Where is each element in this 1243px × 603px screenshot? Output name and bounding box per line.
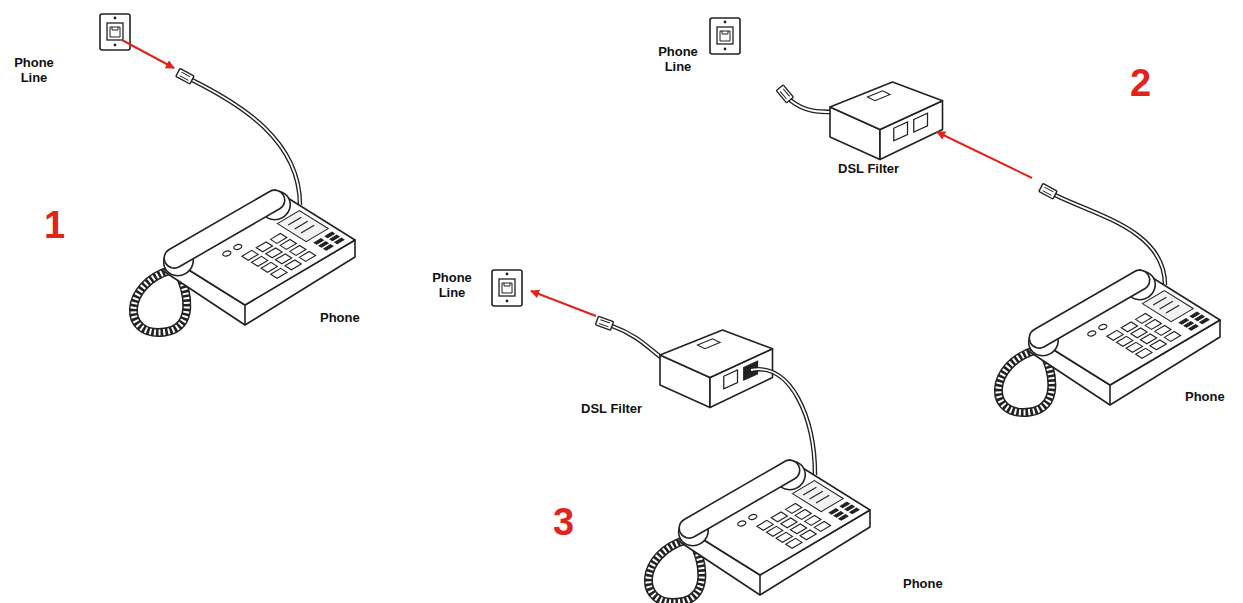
phone-cable	[1055, 195, 1165, 285]
part-label: DSL Filter	[838, 162, 899, 177]
filter-cable-core	[790, 100, 835, 112]
filter-port	[894, 122, 908, 141]
part-label: Phone Line	[424, 271, 480, 301]
phone-cable	[192, 80, 300, 205]
filter-port	[914, 113, 928, 132]
phone-cable-core	[192, 80, 300, 205]
telephone	[648, 455, 870, 602]
red-arrow	[531, 291, 596, 316]
dsl-filter	[830, 82, 943, 160]
dsl-filter-body	[830, 82, 943, 160]
part-label: DSL Filter	[581, 402, 642, 417]
red-arrow	[937, 132, 1032, 178]
filter-cable	[612, 326, 665, 360]
callout-number: 3	[553, 503, 574, 541]
wall-jack	[492, 270, 522, 306]
phone-cable-core	[1055, 195, 1165, 285]
part-label: Phone Line	[6, 56, 62, 86]
filter-cable-core	[612, 326, 665, 360]
red-arrow	[122, 40, 174, 68]
wall-jack	[710, 18, 740, 54]
cable-plug	[176, 69, 194, 84]
phone-cable	[751, 369, 815, 475]
part-label: Phone	[903, 577, 943, 592]
wall-jack	[100, 14, 130, 50]
callout-number: 2	[1130, 64, 1151, 102]
part-label: Phone	[1185, 390, 1225, 405]
cable-plug	[1039, 184, 1057, 199]
filter-cable	[790, 100, 835, 112]
filter-port	[724, 370, 738, 389]
cable-plug	[776, 85, 793, 103]
phone-cable-core	[751, 369, 815, 475]
part-label: Phone	[320, 311, 360, 326]
callout-number: 1	[44, 206, 65, 244]
part-label: Phone Line	[650, 45, 706, 75]
cable-plug	[595, 316, 613, 330]
